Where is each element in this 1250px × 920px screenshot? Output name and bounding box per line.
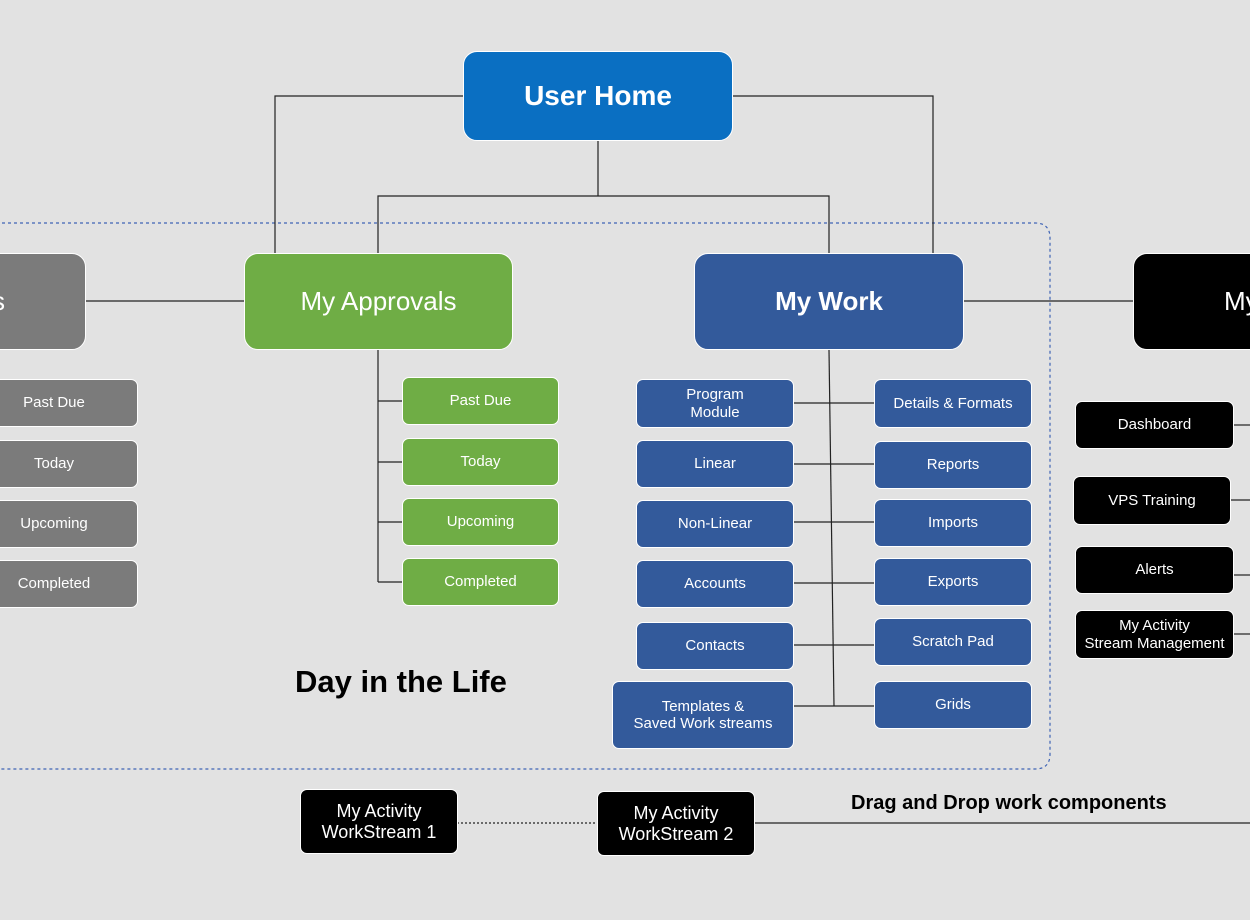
work-item-scratch-pad[interactable]: Scratch Pad [874,618,1032,666]
left-item-upcoming[interactable]: Upcoming [0,500,138,548]
left-group-node[interactable]: s [0,253,86,350]
right-item-alerts[interactable]: Alerts [1075,546,1234,594]
approvals-item-upcoming[interactable]: Upcoming [402,498,559,546]
drag-drop-label: Drag and Drop work components [851,792,1167,814]
approvals-item-completed[interactable]: Completed [402,558,559,606]
approvals-item-past-due[interactable]: Past Due [402,377,559,425]
day-in-the-life-label: Day in the Life [295,664,507,699]
work-item-exports[interactable]: Exports [874,558,1032,606]
approvals-item-today[interactable]: Today [402,438,559,486]
right-item-activity-stream-management[interactable]: My Activity Stream Management [1075,610,1234,659]
my-approvals-node[interactable]: My Approvals [244,253,513,350]
work-item-imports[interactable]: Imports [874,499,1032,547]
right-group-node[interactable]: My [1133,253,1250,350]
work-item-details-formats[interactable]: Details & Formats [874,379,1032,428]
left-item-today[interactable]: Today [0,440,138,488]
work-item-templates[interactable]: Templates & Saved Work streams [612,681,794,749]
work-item-program-module[interactable]: Program Module [636,379,794,428]
left-item-completed[interactable]: Completed [0,560,138,608]
workstream-1-node[interactable]: My Activity WorkStream 1 [300,789,458,854]
work-item-grids[interactable]: Grids [874,681,1032,729]
right-item-vps-training[interactable]: VPS Training [1073,476,1231,525]
workstream-2-node[interactable]: My Activity WorkStream 2 [597,791,755,856]
my-work-node[interactable]: My Work [694,253,964,350]
left-item-past-due[interactable]: Past Due [0,379,138,427]
user-home-node[interactable]: User Home [463,51,733,141]
work-item-contacts[interactable]: Contacts [636,622,794,670]
right-item-dashboard[interactable]: Dashboard [1075,401,1234,449]
work-item-linear[interactable]: Linear [636,440,794,488]
work-item-reports[interactable]: Reports [874,441,1032,489]
work-item-non-linear[interactable]: Non-Linear [636,500,794,548]
work-item-accounts[interactable]: Accounts [636,560,794,608]
